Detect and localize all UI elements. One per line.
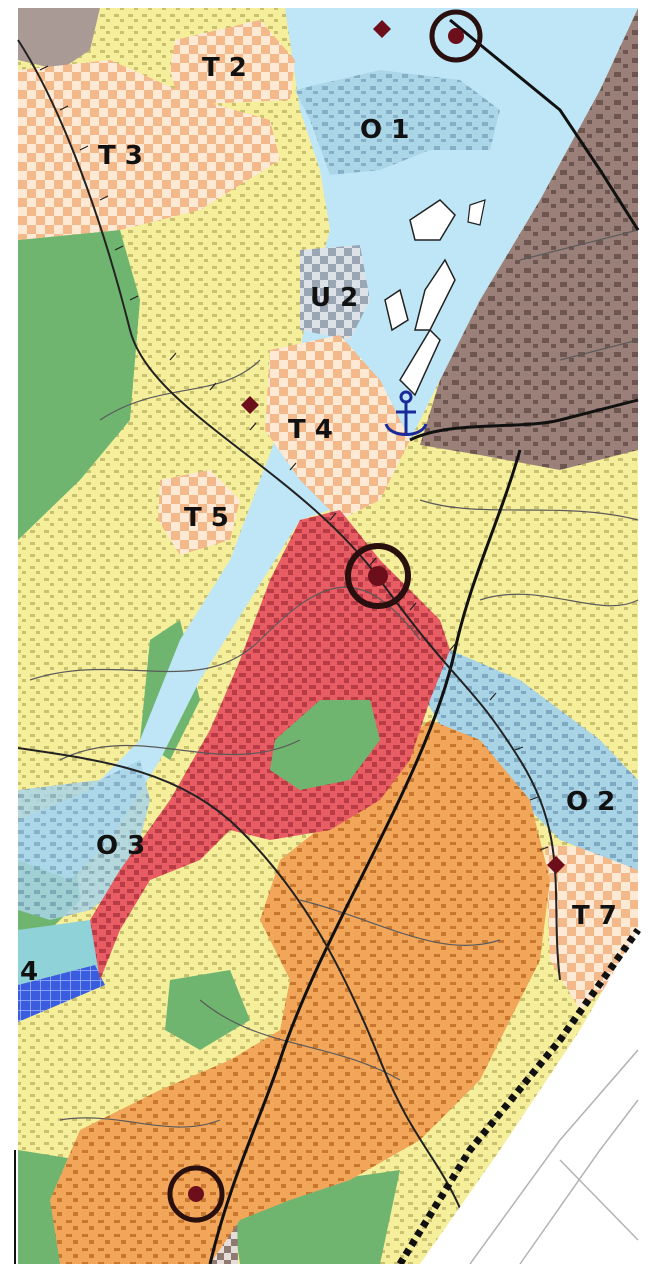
road-network <box>29 229 639 1128</box>
green-area-west <box>18 230 140 540</box>
station-marker-icon[interactable] <box>429 9 483 63</box>
grey-lines <box>469 1049 639 1264</box>
diamond-marker-icon[interactable] <box>547 856 565 874</box>
city-center <box>90 510 450 980</box>
zone-u2 <box>300 245 370 340</box>
zone-t4 <box>265 335 410 520</box>
diamond-marker-icon[interactable] <box>373 20 391 38</box>
zone-label-t7: T 7 <box>572 901 617 931</box>
main-roads <box>208 18 640 1264</box>
diamond-marker-icon[interactable] <box>241 396 259 414</box>
zone-o1 <box>295 70 500 175</box>
grey-area <box>18 8 100 70</box>
zone-t3 <box>18 60 280 240</box>
zone-t5 <box>158 470 240 555</box>
island <box>399 328 441 397</box>
station-marker-icon[interactable] <box>345 543 411 609</box>
orange-residential <box>50 720 550 1264</box>
zone-o2 <box>420 650 638 870</box>
railway-ties <box>39 65 549 851</box>
zone-label-o3: O 3 <box>96 831 145 861</box>
white-corner <box>420 930 638 1264</box>
zone-label-t5: T 5 <box>184 503 229 533</box>
zone-label-t4: T 4 <box>288 415 333 445</box>
zone-label-t3: T 3 <box>98 141 143 171</box>
island <box>409 199 456 241</box>
zone-t2 <box>170 20 295 105</box>
zone-label-t2: T 2 <box>202 53 247 83</box>
railway-dashed-top <box>397 927 641 1264</box>
zone-label-o2: O 2 <box>566 787 615 817</box>
railway <box>17 39 561 1264</box>
anchor-icon[interactable] <box>384 390 428 436</box>
island <box>467 199 486 226</box>
island <box>414 258 456 331</box>
park-in-center <box>270 700 380 790</box>
zone-4-grid <box>18 965 105 1022</box>
island <box>384 288 409 332</box>
station-marker-icon[interactable] <box>167 1165 225 1223</box>
zone-label-o1: O 1 <box>360 115 409 145</box>
zone-label-u2: U 2 <box>310 283 358 313</box>
green-area-south <box>165 970 250 1050</box>
zone-label-4: 4 <box>20 957 38 987</box>
